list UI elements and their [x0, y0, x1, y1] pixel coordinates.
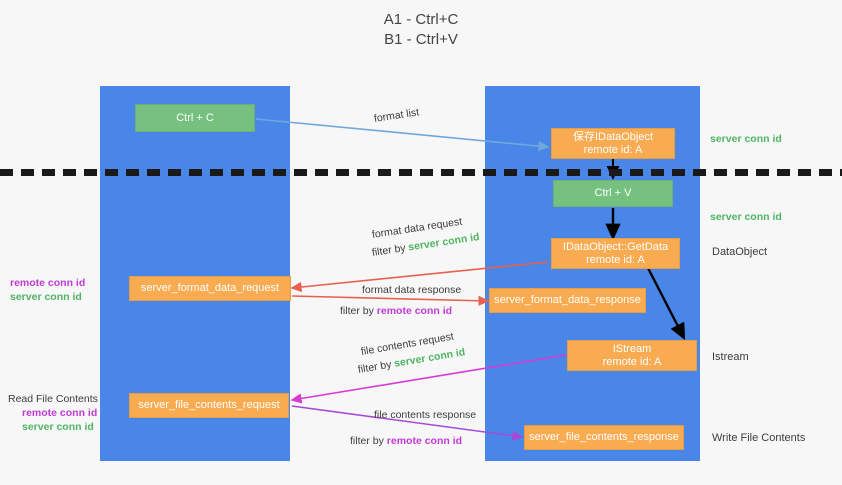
filter-by-text: filter by	[350, 435, 387, 447]
edge-label-format-data-response: format data response	[362, 284, 462, 296]
left-note-server-conn-id: server conn id	[10, 291, 82, 303]
edge-label-file-contents-response: file contents response	[374, 409, 477, 421]
right-label-server-conn-id-top: server conn id	[710, 133, 782, 145]
right-label-server-conn-id-second: server conn id	[710, 211, 782, 223]
edge-label-format-data-response-filter: filter by remote conn id	[340, 304, 452, 318]
left-note-server-conn-id: server conn id	[22, 421, 94, 433]
left-note-heading: Read File Contents	[8, 393, 98, 405]
node-idataobject-getdata[interactable]: IDataObject::GetData remote id: A	[551, 238, 680, 269]
left-note-read-file-contents: Read File Contents remote conn id server…	[8, 392, 98, 434]
filter-by-text: filter by	[340, 305, 377, 317]
right-label-dataobject: DataObject	[712, 246, 768, 258]
left-note-format-conn-ids: remote conn id server conn id	[10, 276, 85, 304]
filter-by-text: filter by	[357, 358, 396, 376]
node-server-file-contents-request[interactable]: server_file_contents_request	[129, 393, 289, 418]
edge-label-format-list: format list	[373, 106, 420, 125]
filter-by-text: filter by	[371, 241, 410, 259]
left-note-remote-conn-id: remote conn id	[22, 407, 98, 419]
node-save-idataobject[interactable]: 保存IDataObject remote id: A	[551, 128, 675, 159]
node-ctrl-v[interactable]: Ctrl + V	[553, 180, 673, 207]
right-label-istream: Istream	[712, 351, 749, 363]
node-server-file-contents-response[interactable]: server_file_contents_response	[524, 425, 684, 450]
right-label-write-file-contents: Write File Contents	[712, 432, 806, 444]
phase-divider	[0, 169, 842, 176]
node-istream[interactable]: IStream remote id: A	[567, 340, 697, 371]
left-note-remote-conn-id: remote conn id	[10, 277, 86, 289]
node-ctrl-c[interactable]: Ctrl + C	[135, 104, 255, 132]
remote-conn-id-key: remote conn id	[386, 435, 463, 447]
edge-label-file-contents-response-filter: filter by remote conn id	[350, 434, 462, 448]
node-server-format-data-request[interactable]: server_format_data_request	[129, 276, 291, 301]
page-title: A1 - Ctrl+C B1 - Ctrl+V	[383, 11, 459, 48]
node-server-format-data-response[interactable]: server_format_data_response	[489, 288, 646, 313]
remote-conn-id-key: remote conn id	[376, 305, 453, 317]
